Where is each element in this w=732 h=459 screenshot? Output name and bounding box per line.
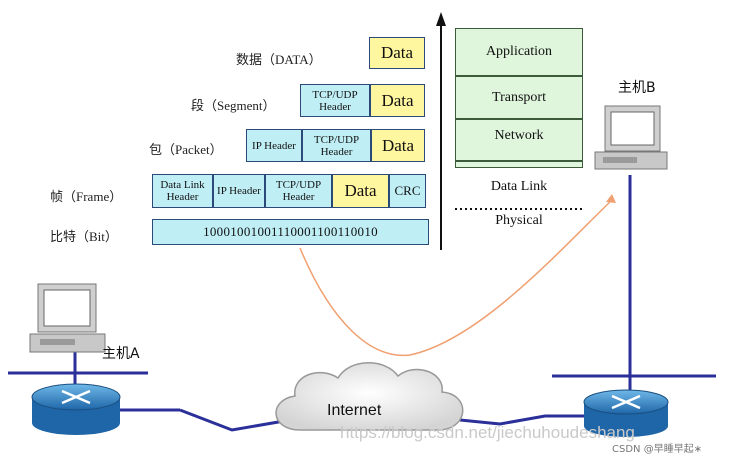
transmission-arrow [299, 194, 616, 357]
watermark-url: https://blog.csdn.net/jiechuhoudeshang [340, 423, 635, 442]
computer-b-icon [594, 105, 668, 170]
data-cell: Data [369, 37, 425, 69]
layer-physical: Physical [495, 213, 543, 228]
ip-header-cell: IP Header [213, 174, 265, 208]
router-a-icon [31, 383, 121, 435]
computer-a-icon [29, 283, 106, 353]
bit-stream-cell: 10001001001110001100110010 [152, 219, 429, 245]
layer-network: Network [455, 119, 583, 161]
layer-application: Application [455, 28, 583, 76]
watermark-corner: CSDN @早睡早起∗ [612, 444, 703, 455]
data-cell: Data [332, 174, 389, 208]
tcp-udp-header-cell: TCP/UDP Header [300, 84, 370, 117]
router-b-icon [583, 389, 669, 437]
data-cell: Data [371, 129, 425, 162]
data-link-header-cell: Data Link Header [152, 174, 213, 208]
data-cell: Data [370, 84, 425, 117]
layer-stack-bottom-band [455, 161, 583, 168]
host-b-label: 主机B [618, 80, 656, 96]
host-a-label: 主机A [102, 346, 140, 362]
frame-row-label: 帧（Frame） [50, 189, 123, 204]
ip-header-cell: IP Header [246, 129, 302, 162]
internet-cloud-icon [275, 362, 464, 431]
bit-row-label: 比特（Bit） [50, 229, 118, 244]
stack-axis-arrow [436, 12, 446, 250]
layer-data-link: Data Link [490, 179, 548, 194]
crc-cell: CRC [389, 174, 426, 208]
data-row-label: 数据（DATA） [236, 52, 322, 67]
layer-transport: Transport [455, 76, 583, 119]
tcp-udp-header-cell: TCP/UDP Header [302, 129, 371, 162]
segment-row-label: 段（Segment） [191, 98, 276, 113]
internet-label: Internet [327, 402, 382, 419]
network-wires [8, 175, 716, 432]
packet-row-label: 包（Packet） [149, 142, 223, 157]
tcp-udp-header-cell: TCP/UDP Header [265, 174, 332, 208]
